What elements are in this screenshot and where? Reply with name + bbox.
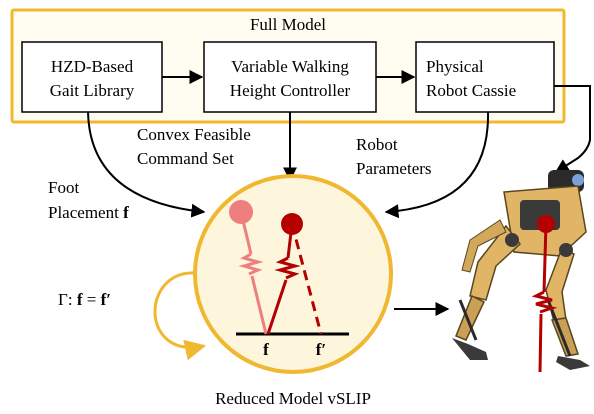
gamma-f: f: [77, 290, 83, 309]
gamma-fprime: f′: [101, 290, 111, 309]
robot-cassie-line1: Physical: [426, 57, 484, 76]
height-controller-line2: Height Controller: [230, 81, 351, 100]
foot-placement-symbol: f: [123, 203, 129, 222]
f-marker: f: [263, 340, 269, 359]
foot-placement-line2: Placement f: [48, 203, 129, 222]
gamma-label: Γ: f = f′: [58, 290, 111, 309]
gait-library-box: HZD-Based Gait Library: [21, 41, 163, 113]
command-set-line1: Convex Feasible: [137, 125, 251, 144]
reduced-model-caption: Reduced Model vSLIP: [215, 389, 371, 408]
height-controller-box: Variable Walking Height Controller: [203, 41, 377, 113]
gamma-loop-arrow: [153, 271, 207, 361]
arrow-robot-to-photo: [554, 85, 591, 173]
arrow-gait-to-circle: [87, 111, 206, 218]
command-set-line2: Command Set: [137, 149, 234, 168]
gait-library-line1: HZD-Based: [51, 57, 134, 76]
gamma-prefix: Γ:: [58, 290, 77, 309]
arrow-robot-to-circle: [384, 111, 490, 219]
robot-params-line2: Parameters: [356, 159, 432, 178]
slip-previous: [229, 200, 268, 335]
robot-cassie-box: Physical Robot Cassie: [415, 41, 555, 113]
slip-current: [266, 213, 323, 335]
cassie-robot-image: [452, 170, 590, 373]
foot-placement-line1: Foot: [48, 178, 79, 197]
gamma-eq: =: [82, 290, 100, 309]
gait-library-line2: Gait Library: [50, 81, 135, 100]
full-model-title: Full Model: [250, 15, 326, 34]
robot-params-line1: Robot: [356, 135, 398, 154]
height-controller-line1: Variable Walking: [231, 57, 349, 76]
fprime-marker: f′: [316, 340, 326, 359]
robot-cassie-line2: Robot Cassie: [426, 81, 516, 100]
foot-placement-word: Placement: [48, 203, 123, 222]
